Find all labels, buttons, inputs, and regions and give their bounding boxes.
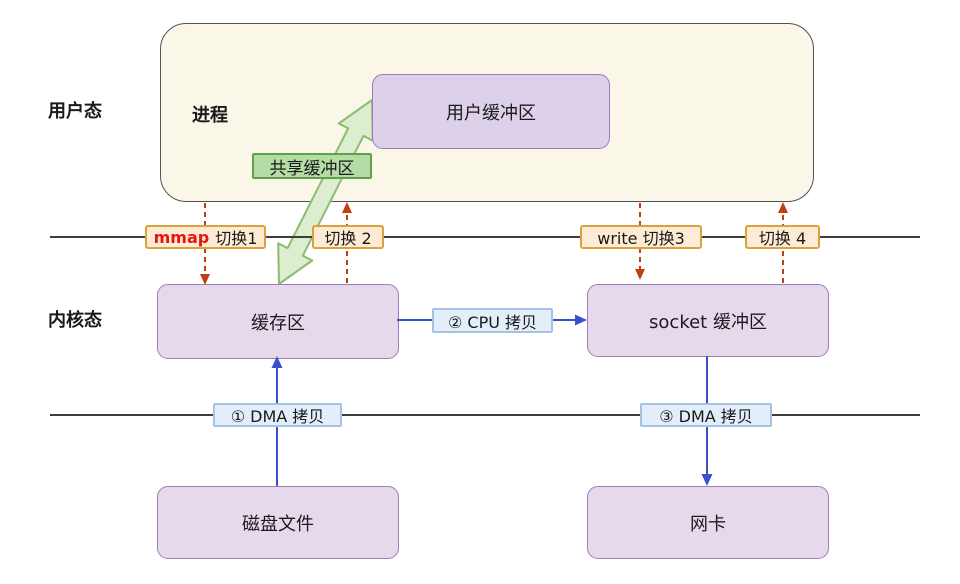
shared-buffer-tag: 共享缓冲区 <box>252 153 372 179</box>
mmap-call-label: mmap <box>153 227 210 247</box>
disk-file-box: 磁盘文件 <box>157 486 399 559</box>
cpu-copy-label: ② CPU 拷贝 <box>447 312 538 332</box>
switch1-tag: mmap 切换1 <box>145 225 266 249</box>
shared-buffer-tag-label: 共享缓冲区 <box>269 158 355 179</box>
switch4-tag: 切换 4 <box>745 225 820 249</box>
process-label: 进程 <box>192 105 228 126</box>
user-buffer-label: 用户缓冲区 <box>446 102 536 124</box>
switch4-label: 切换 4 <box>758 229 807 248</box>
socket-buffer-box: socket 缓冲区 <box>587 284 829 357</box>
cpu-copy-tag: ② CPU 拷贝 <box>432 308 553 333</box>
nic-box: 网卡 <box>587 486 829 559</box>
switch2-tag: 切换 2 <box>312 225 384 249</box>
kernel-mode-label: 内核态 <box>48 310 102 331</box>
switch3-tag: write 切换3 <box>580 225 702 249</box>
disk-file-label: 磁盘文件 <box>242 513 314 535</box>
switch1-label: 切换1 <box>215 229 258 248</box>
dma-copy-1-label: ① DMA 拷贝 <box>230 407 325 426</box>
user-mode-label: 用户态 <box>48 101 102 122</box>
dma-copy-3-label: ③ DMA 拷贝 <box>659 407 753 426</box>
nic-label: 网卡 <box>690 513 726 535</box>
socket-buffer-label: socket 缓冲区 <box>649 311 767 333</box>
dma-copy-3-tag: ③ DMA 拷贝 <box>640 403 772 427</box>
switch2-label: 切换 2 <box>324 229 372 248</box>
kernel-buffer-label: 缓存区 <box>251 312 305 334</box>
switch3-label: write 切换3 <box>597 229 685 248</box>
kernel-buffer-box: 缓存区 <box>157 284 399 359</box>
dma-copy-1-tag: ① DMA 拷贝 <box>213 403 342 427</box>
user-buffer-box: 用户缓冲区 <box>372 74 610 149</box>
